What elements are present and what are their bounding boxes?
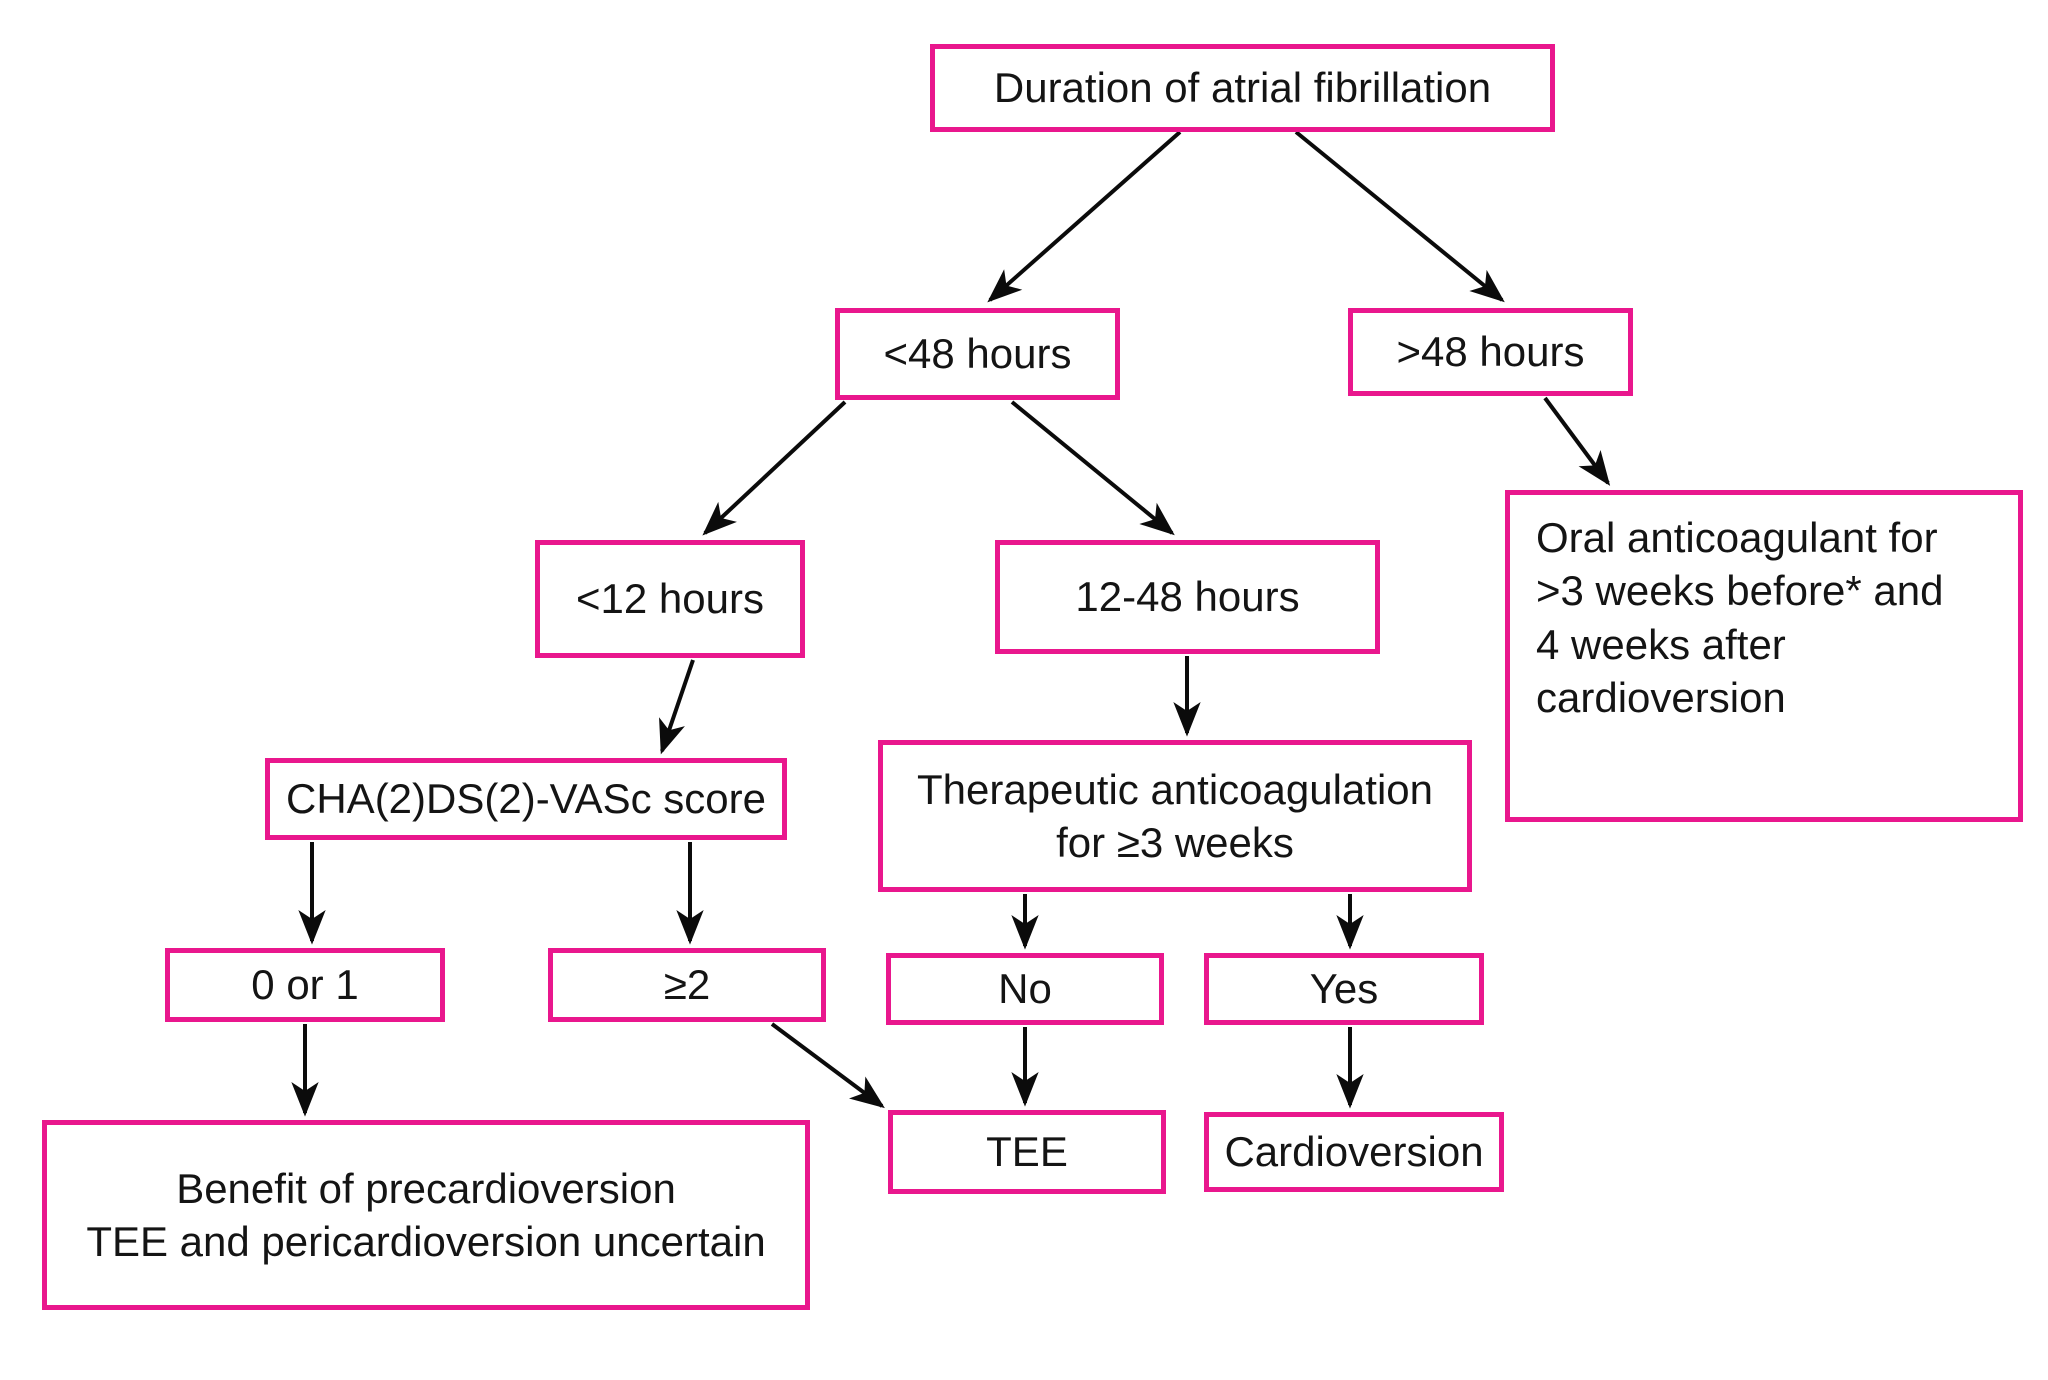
node-duration-of-atrial-fibrillation: Duration of atrial fibrillation [930,44,1555,132]
node-label: <48 hours [883,330,1072,378]
node-label: Benefit of precardioversion TEE and peri… [86,1164,766,1265]
node-oral-anticoagulant: Oral anticoagulant for >3 weeks before* … [1505,490,2023,822]
node-score-ge2: ≥2 [548,948,826,1022]
node-label: <12 hours [576,575,764,623]
edge-lt12-to-chads-vasc [659,659,695,755]
node-label: Therapeutic anticoagulation for ≥3 weeks [916,765,1434,866]
node-therapeutic-anticoagulation: Therapeutic anticoagulation for ≥3 weeks [878,740,1472,892]
node-yes: Yes [1204,953,1484,1025]
node-benefit-uncertain: Benefit of precardioversion TEE and peri… [42,1120,810,1310]
node-label: Duration of atrial fibrillation [993,64,1492,112]
node-score-0-or-1: 0 or 1 [165,948,445,1022]
edge-gt48-to-oral-anticoagulant [1543,396,1611,486]
node-label: No [998,965,1052,1013]
node-chads-vasc-score: CHA(2)DS(2)-VASc score [265,758,787,840]
edge-duration-to-lt48 [987,130,1182,303]
node-label: Cardioversion [1224,1128,1484,1176]
node-label: 0 or 1 [251,961,359,1009]
node-label: Oral anticoagulant for >3 weeks before* … [1536,514,1944,721]
node-label: 12-48 hours [1075,573,1300,621]
node-label: TEE [986,1128,1068,1176]
node-no: No [886,953,1164,1025]
node-less-than-12-hours: <12 hours [535,540,805,658]
node-less-than-48-hours: <48 hours [835,308,1120,400]
node-cardioversion: Cardioversion [1204,1112,1504,1192]
node-label: Yes [1309,965,1379,1013]
node-12-48-hours: 12-48 hours [995,540,1380,654]
node-greater-than-48-hours: >48 hours [1348,308,1633,396]
edge-ge2-to-tee [770,1022,885,1109]
edge-duration-to-gt48 [1294,130,1505,303]
node-label: CHA(2)DS(2)-VASc score [286,775,766,823]
edge-lt48-to-lt12 [702,400,847,536]
node-tee: TEE [888,1110,1166,1194]
node-label: >48 hours [1396,328,1585,376]
edge-lt48-to-h12-48 [1010,400,1175,536]
node-label: ≥2 [663,961,711,1009]
